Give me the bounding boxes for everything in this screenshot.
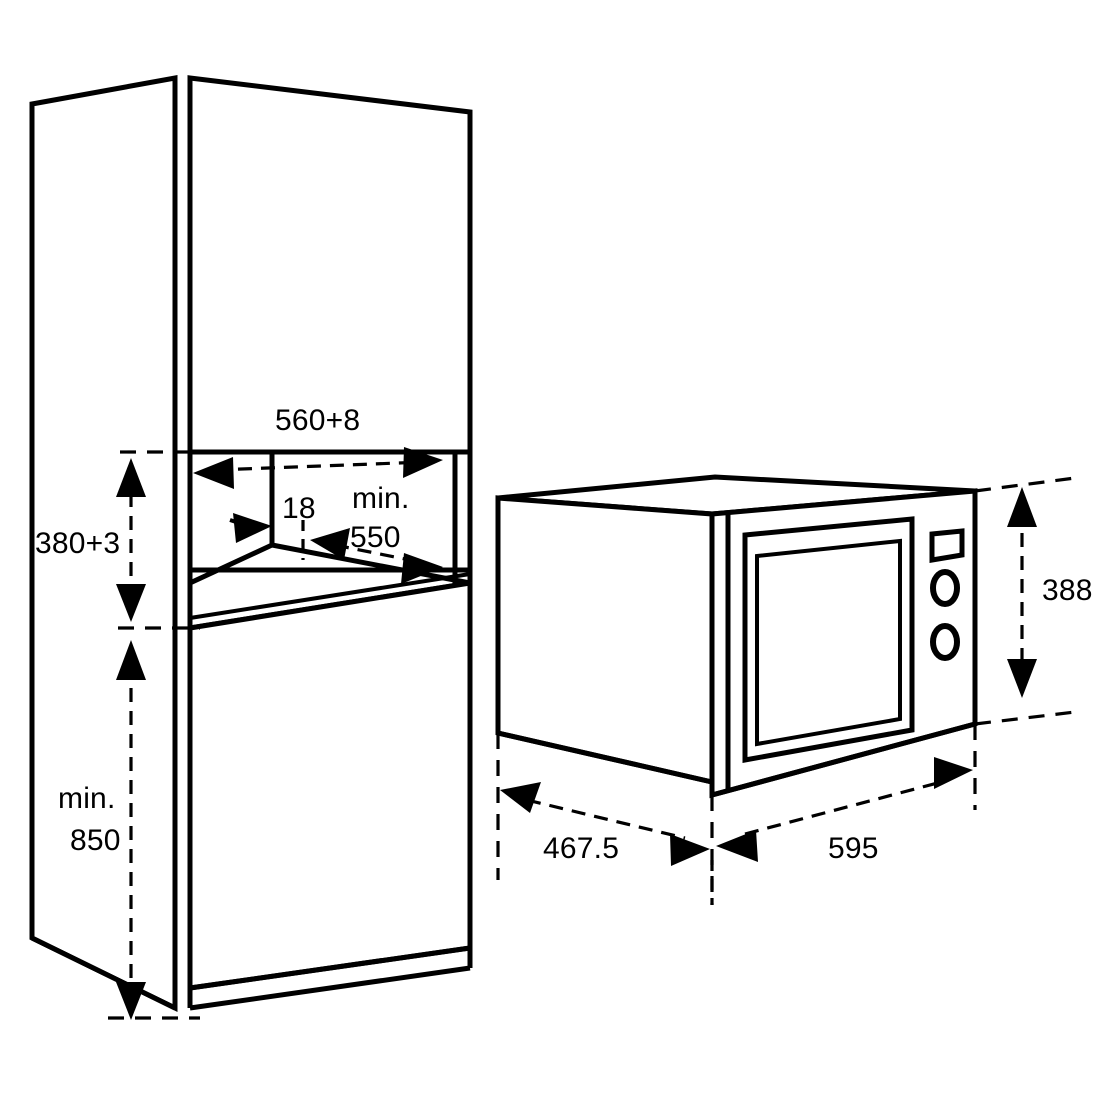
cabinet-upper-door bbox=[187, 75, 473, 573]
oven-control-knob-lower[interactable] bbox=[930, 623, 960, 661]
oven-bottom-left-edge bbox=[497, 730, 713, 785]
oven-control-knob-upper[interactable] bbox=[930, 569, 960, 607]
dim-label-floor-min-prefix: min. bbox=[58, 782, 115, 815]
cabinet-plinth-edge bbox=[189, 945, 471, 991]
oven-door-window-outer bbox=[742, 516, 915, 763]
cabinet-dimension-annotations: 380+3 min. 850 560+8 18 min. 550 bbox=[35, 404, 443, 1020]
arrow-floor-height-up bbox=[116, 640, 146, 680]
dim-line-oven-width bbox=[744, 779, 946, 836]
dim-label-oven-width: 595 bbox=[828, 832, 879, 865]
dim-line-oven-depth bbox=[526, 798, 686, 840]
microwave-oven-assembly bbox=[495, 474, 978, 799]
dim-label-depth-min-prefix: min. bbox=[352, 482, 409, 515]
cabinet-assembly bbox=[29, 75, 473, 1013]
dim-label-niche-width: 560+8 bbox=[275, 404, 360, 437]
arrow-oven-width-left bbox=[716, 830, 758, 862]
dim-line-niche-width bbox=[214, 460, 426, 472]
dim-label-niche-height: 380+3 bbox=[35, 527, 120, 560]
dim-label-oven-height: 388 bbox=[1042, 574, 1093, 607]
ext-line-oven-bottom bbox=[974, 710, 1076, 726]
cabinet-base-side-edge bbox=[30, 935, 177, 1011]
niche-bottom-shelf-right-edge bbox=[271, 542, 471, 586]
arrow-oven-height-down bbox=[1007, 659, 1037, 698]
cabinet-lower-door bbox=[187, 580, 473, 991]
dim-label-panel-thickness: 18 bbox=[282, 492, 316, 525]
arrow-oven-depth-right bbox=[670, 834, 710, 866]
dim-label-oven-depth: 467.5 bbox=[543, 832, 619, 865]
arrow-floor-height-down bbox=[116, 982, 146, 1020]
cabinet-plinth-lower bbox=[189, 965, 471, 1011]
dim-label-floor-min-value: 850 bbox=[70, 824, 121, 857]
arrow-niche-depth-left bbox=[310, 528, 350, 560]
arrow-niche-depth-right bbox=[401, 553, 443, 584]
oven-dimension-annotations: 388 467.5 595 bbox=[496, 476, 1093, 905]
arrow-niche-width-right bbox=[403, 447, 443, 478]
arrow-panel-thickness bbox=[233, 513, 272, 543]
oven-display-panel bbox=[929, 528, 965, 563]
oven-door-window-inner bbox=[755, 538, 902, 747]
ext-line-oven-top bbox=[974, 476, 1076, 493]
leader-panel-thickness bbox=[229, 518, 246, 527]
arrow-oven-width-right bbox=[934, 757, 973, 789]
arrow-oven-height-up bbox=[1007, 487, 1037, 527]
arrow-niche-width-left bbox=[193, 457, 234, 489]
arrow-oven-depth-left bbox=[500, 782, 541, 813]
niche-bottom-shelf-back-edge bbox=[188, 542, 274, 586]
oven-bottom-front-edge bbox=[711, 721, 976, 798]
arrow-niche-height-down bbox=[116, 584, 146, 622]
niche-bottom-shelf-front-face bbox=[189, 572, 471, 620]
dim-label-depth-min-value: 550 bbox=[350, 521, 401, 554]
arrow-niche-height-up bbox=[116, 458, 146, 497]
